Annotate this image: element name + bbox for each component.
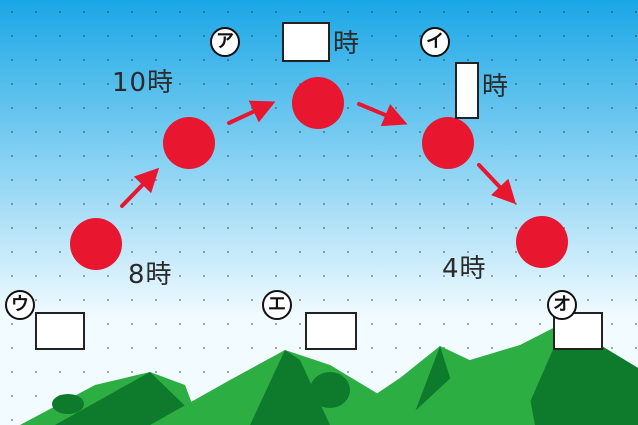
arrow-right-icon — [120, 167, 160, 208]
mountain-center-right — [400, 345, 535, 425]
label-4-oclock: 4時 — [442, 254, 487, 284]
arrow-right-icon — [227, 100, 276, 125]
marker-i: イ — [420, 27, 450, 57]
answer-box-u[interactable] — [35, 312, 85, 350]
sun-path-arrows — [120, 100, 517, 208]
marker-e: エ — [262, 290, 292, 320]
sun-icon — [70, 218, 122, 270]
label-8-oclock: 8時 — [128, 260, 173, 290]
sun-icon — [292, 77, 344, 129]
answer-box-a[interactable] — [282, 22, 330, 62]
mountain-far-left-shade — [55, 372, 205, 425]
marker-u: ウ — [5, 290, 35, 320]
mountain-range — [20, 322, 638, 425]
answer-box-e[interactable] — [305, 312, 357, 350]
bush-left — [52, 394, 84, 414]
sun-icon — [422, 117, 474, 169]
marker-o: オ — [547, 290, 577, 320]
answer-box-i[interactable] — [455, 62, 479, 119]
label-top-suffix: 時 — [333, 29, 361, 59]
arrow-right-icon — [357, 102, 408, 127]
mountain-left-shade — [250, 350, 330, 425]
bush-right — [550, 365, 586, 405]
sun-icon — [516, 216, 568, 268]
arrow-right-icon — [477, 163, 517, 205]
marker-a: ア — [210, 27, 240, 57]
label-right-suffix: 時 — [482, 72, 510, 102]
sun-positions — [70, 77, 568, 270]
bush-center — [310, 372, 350, 408]
sun-icon — [163, 117, 215, 169]
label-10-oclock: 10時 — [112, 68, 175, 98]
